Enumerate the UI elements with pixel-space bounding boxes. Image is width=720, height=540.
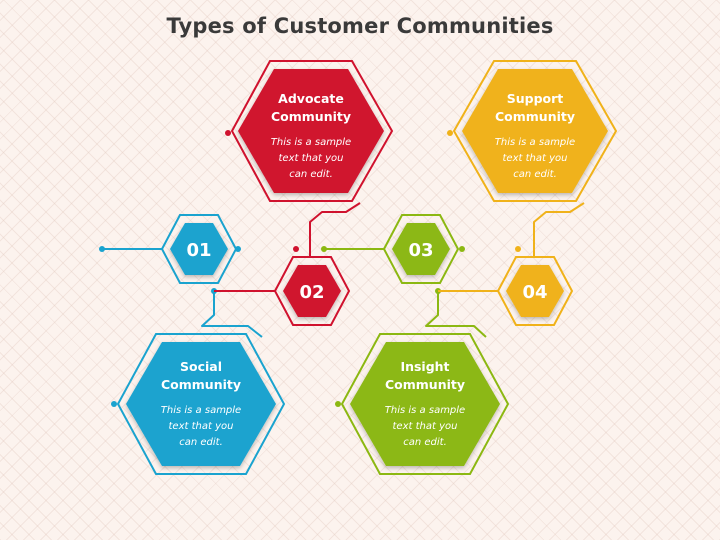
social-body-line3: can edit.: [179, 437, 223, 448]
social-body-line1: This is a sample: [161, 405, 241, 416]
insight-body-line1: This is a sample: [385, 405, 465, 416]
number-02: 02: [299, 282, 324, 303]
number-hexagon-03: 03: [382, 214, 460, 284]
insight-body-line2: text that you: [393, 421, 458, 432]
insight-title-line1: Insight: [400, 359, 449, 374]
support-title-line1: Support: [507, 91, 564, 106]
number-03: 03: [408, 240, 433, 261]
hexagon-advocate: Advocate Community This is a sample text…: [230, 60, 394, 202]
connector-03: [321, 246, 487, 407]
support-title-line2: Community: [495, 109, 575, 124]
hexagon-support: Support Community This is a sample text …: [452, 60, 618, 202]
connector-01: [99, 246, 263, 407]
number-01: 01: [186, 240, 211, 261]
advocate-body-line1: This is a sample: [271, 137, 351, 148]
social-body-line2: text that you: [169, 421, 234, 432]
support-body-line2: text that you: [503, 153, 568, 164]
social-title-line1: Social: [180, 359, 222, 374]
advocate-title-line1: Advocate: [278, 91, 344, 106]
advocate-body-line3: can edit.: [289, 169, 333, 180]
number-hexagon-02: 02: [273, 256, 351, 326]
insight-title-line2: Community: [385, 377, 465, 392]
support-body-line1: This is a sample: [495, 137, 575, 148]
advocate-title-line2: Community: [271, 109, 351, 124]
connector-04: [438, 130, 585, 292]
number-hexagon-04: 04: [496, 256, 574, 326]
hexagon-insight: Insight Community This is a sample text …: [340, 333, 510, 475]
page-title: Types of Customer Communities: [166, 14, 554, 38]
insight-body-line3: can edit.: [403, 437, 447, 448]
number-hexagon-01: 01: [160, 214, 238, 284]
social-title-line2: Community: [161, 377, 241, 392]
connector-02: [214, 130, 361, 292]
hexagon-social: Social Community This is a sample text t…: [116, 333, 286, 475]
advocate-body-line2: text that you: [279, 153, 344, 164]
support-body-line3: can edit.: [513, 169, 557, 180]
number-04: 04: [522, 282, 547, 303]
